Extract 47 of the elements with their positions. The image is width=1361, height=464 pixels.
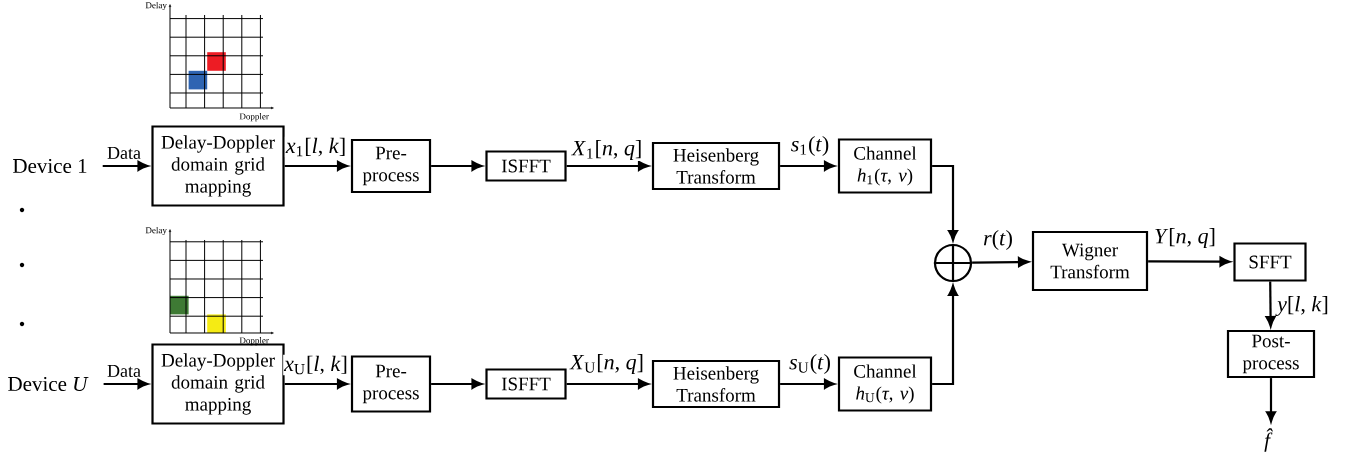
- axis-label: Delay: [145, 1, 167, 11]
- process-box: Channel h$_{U}$(τ, ν): [837, 356, 933, 412]
- process-box: ISFFT: [485, 150, 567, 182]
- edge-label: X$_{1}$[n, q]: [570, 139, 644, 161]
- device-label: Device U: [8, 376, 89, 392]
- process-box: ISFFT: [485, 368, 567, 400]
- edge-label: s$_{U}$(t): [788, 353, 832, 375]
- arrow: [103, 378, 149, 390]
- edge-label: r(t): [982, 229, 1014, 251]
- process-box: Pre- process: [350, 355, 432, 413]
- process-box: SFFT: [1233, 242, 1307, 282]
- device-label: Device 1: [13, 158, 87, 174]
- edge-label: Y[n, q]: [1153, 227, 1217, 249]
- arrow: [566, 378, 649, 390]
- process-box: Heisenberg Transform: [651, 359, 781, 409]
- process-box: Delay-Doppler domain grid mapping: [151, 125, 285, 207]
- process-box: Heisenberg Transform: [651, 141, 781, 191]
- edge-label: x$_{1}$[l, k]: [284, 136, 348, 158]
- arrow: [284, 378, 348, 390]
- arrow: [102, 160, 149, 172]
- process-box: Wigner Transform: [1031, 230, 1149, 292]
- arrow: [780, 160, 835, 172]
- arrow: [1265, 378, 1277, 423]
- axis-label: Doppler: [239, 337, 269, 346]
- arrow: [284, 160, 348, 172]
- adder-circle: [932, 242, 974, 284]
- arrow: [431, 378, 483, 390]
- arrow: [932, 164, 959, 241]
- arrow: [1265, 281, 1276, 327]
- output-symbol: f̂: [1264, 428, 1273, 452]
- axis-label: Delay: [145, 226, 167, 236]
- arrow: [972, 256, 1029, 268]
- arrow: [1148, 256, 1231, 267]
- edge-label: y[l, k]: [1275, 295, 1330, 317]
- edge-label: x$_{U}$[l, k]: [283, 354, 349, 376]
- process-box: Pre- process: [350, 138, 432, 194]
- process-box: Post- process: [1226, 329, 1316, 379]
- arrow: [780, 378, 835, 390]
- arrow: [431, 160, 483, 172]
- edge-label: Data: [106, 364, 142, 378]
- edge-label: s$_{1}$(t): [789, 135, 831, 157]
- arrow: [932, 285, 959, 386]
- edge-label: Data: [106, 146, 142, 160]
- process-box: Delay-Doppler domain grid mapping: [151, 343, 285, 425]
- arrow: [566, 160, 649, 172]
- process-box: Channel h$_{1}$(τ, ν): [837, 138, 933, 194]
- edge-label: X$_{U}$[n, q]: [569, 353, 645, 375]
